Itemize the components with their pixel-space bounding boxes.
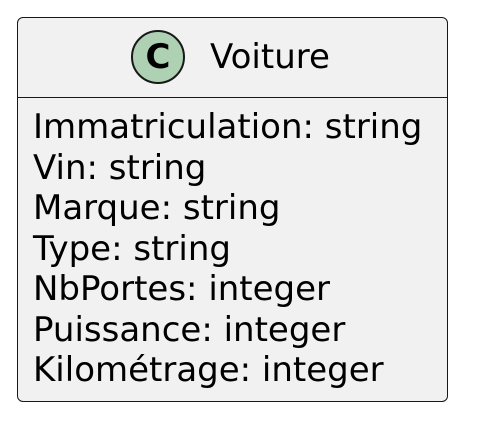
attribute-vin: Vin: string — [33, 147, 207, 188]
class-stereotype-icon: C — [131, 30, 185, 84]
class-voiture: C Voiture Immatriculation: string Vin: s… — [17, 17, 448, 402]
class-header: C Voiture — [18, 18, 447, 98]
class-name: Voiture — [210, 37, 330, 77]
attribute-type: Type: string — [33, 228, 231, 269]
attribute-kilometrage: Kilométrage: integer — [33, 350, 384, 390]
attribute-list: Immatriculation: string Vin: string Marq… — [33, 107, 422, 391]
class-stereotype-letter: C — [145, 37, 171, 77]
attribute-puissance: Puissance: integer — [33, 309, 346, 350]
attribute-immatriculation: Immatriculation: string — [33, 107, 423, 147]
attribute-marque: Marque: string — [33, 188, 281, 228]
attribute-nbportes: NbPortes: integer — [33, 269, 331, 309]
